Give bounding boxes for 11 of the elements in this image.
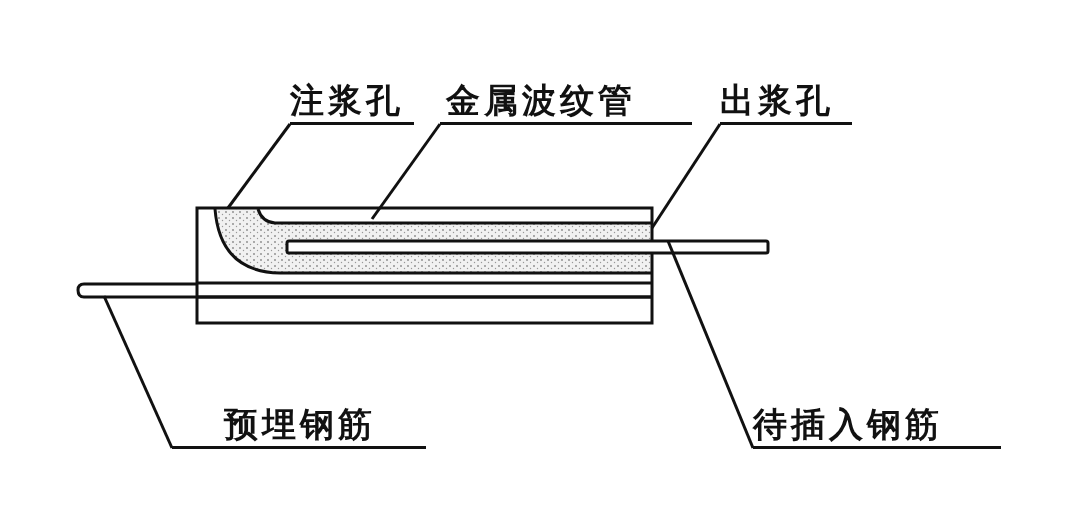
leader-line [370,123,442,220]
callout-label: 金属波纹管 [440,80,692,125]
leader-line [666,240,755,449]
callout-label: 待插入钢筋 [753,404,1001,449]
callout-label: 出浆孔 [720,80,852,125]
callout-label: 注浆孔 [290,80,414,125]
leader-line [102,295,174,449]
leader-line [650,123,722,229]
duct-cross-section-drawing [76,206,770,325]
callout-label: 预埋钢筋 [172,404,426,449]
leader-line [226,123,292,209]
